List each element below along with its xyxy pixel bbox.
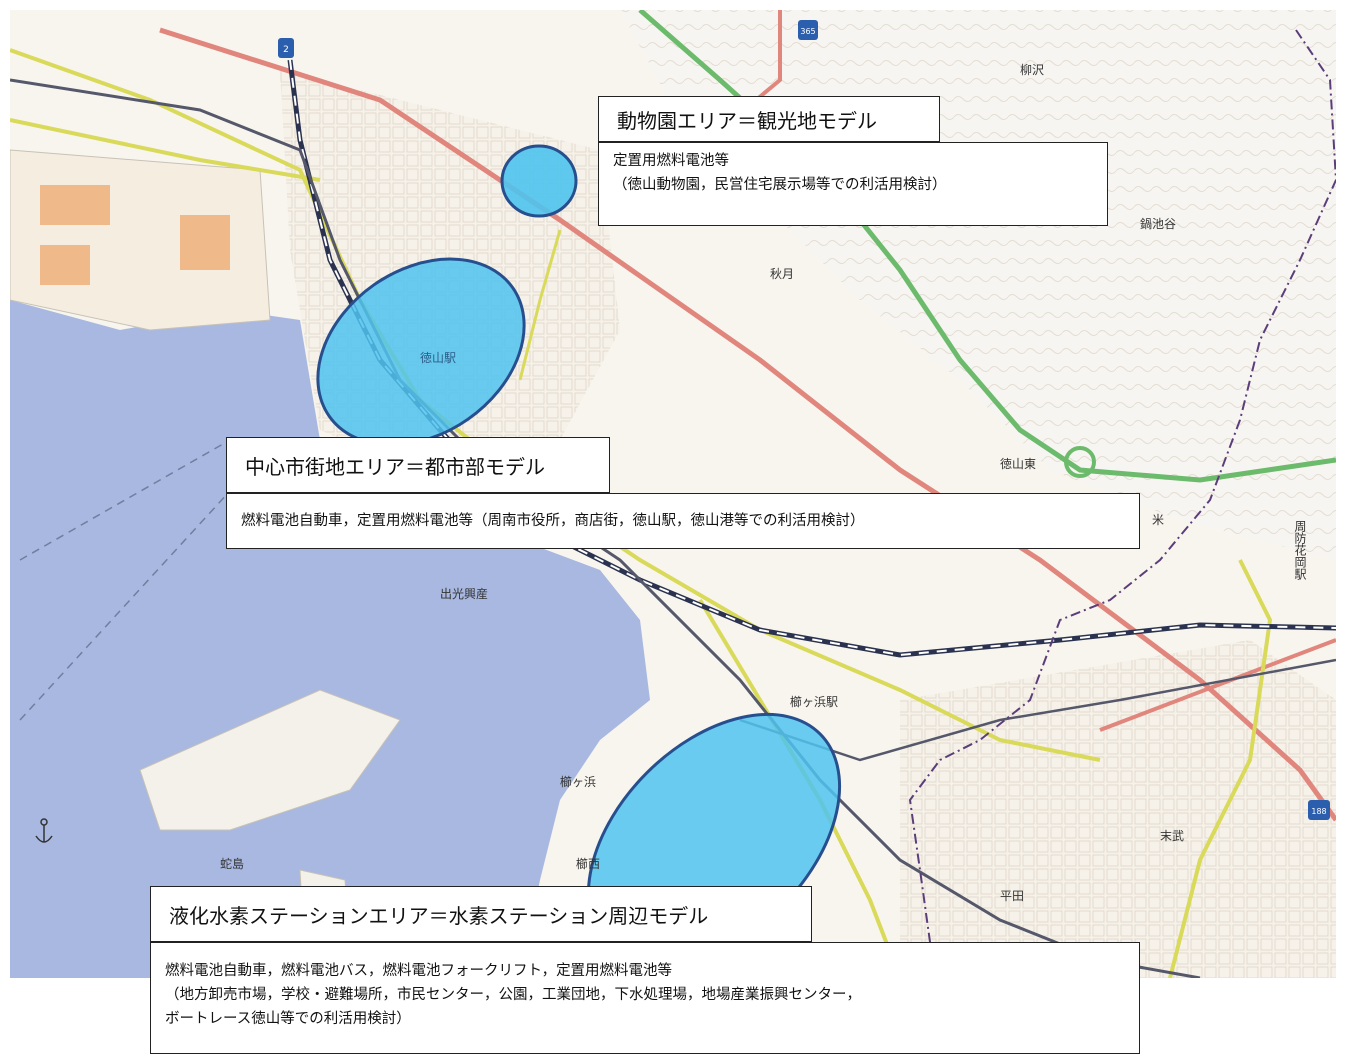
place-yone: 米 xyxy=(1152,513,1164,527)
place-koujima: 蛇島 xyxy=(220,856,244,871)
factory xyxy=(180,215,230,270)
place-kushinishi: 櫛西 xyxy=(576,857,600,871)
zoo-area-line: （徳山動物園，民営住宅展示場等での利活用検討） xyxy=(613,177,947,193)
factory xyxy=(40,245,90,285)
downtown-area-highlight xyxy=(316,257,526,447)
downtown-area-title-text: 中心市街地エリア＝都市部モデル xyxy=(245,454,545,479)
zoo-area-title-text: 動物園エリア＝観光地モデル xyxy=(617,108,877,133)
hydrogen-station-area-line: （地方卸売市場，学校・避難場所，市民センター，公園，工業団地，下水処理場，地場産… xyxy=(165,987,861,1003)
urban-blocks-east xyxy=(900,640,1336,978)
route-shield-365: 365 xyxy=(798,20,818,40)
prefectural-road xyxy=(518,229,562,381)
anchor-icon xyxy=(35,818,53,843)
shinkansen-line-dash xyxy=(289,59,1336,657)
place-heida: 平田 xyxy=(1000,889,1024,903)
prefectural-road xyxy=(1168,559,1273,978)
zoo-area-line: 定置用燃料電池等 xyxy=(613,153,729,169)
place-tokuyama-station: 徳山駅 xyxy=(420,350,456,365)
ferry-route xyxy=(19,439,231,561)
downtown-area-line: 燃料電池自動車，定置用燃料電池等（周南市役所，商店街，徳山駅，徳山港等での利活用… xyxy=(241,513,865,529)
interchange xyxy=(1064,446,1096,478)
route-shield-188: 188 xyxy=(1308,800,1330,820)
place-kushigahama: 櫛ヶ浜 xyxy=(560,775,596,789)
zoo-area-description: 定置用燃料電池等 （徳山動物園，民営住宅展示場等での利活用検討） xyxy=(598,142,1108,226)
jr-line xyxy=(10,78,1201,978)
city-boundary xyxy=(908,29,1336,978)
pier-west xyxy=(10,149,271,331)
hydrogen-station-area-line: 燃料電池自動車，燃料電池バス，燃料電池フォークリフト，定置用燃料電池等 xyxy=(165,963,673,979)
place-kushigahama-station: 櫛ヶ浜駅 xyxy=(790,695,838,709)
place-tokuyama-higashi: 徳山東 xyxy=(1000,456,1036,471)
place-kamiike: 鍋池谷 xyxy=(1140,216,1176,231)
hydrogen-station-area-title-text: 液化水素ステーションエリア＝水素ステーション周辺モデル xyxy=(169,903,709,928)
national-road-east xyxy=(1099,638,1336,732)
svg-text:365: 365 xyxy=(800,27,815,36)
place-suetake: 末武 xyxy=(1160,829,1184,843)
factory xyxy=(40,185,110,225)
hydrogen-station-area-title: 液化水素ステーションエリア＝水素ステーション周辺モデル xyxy=(150,886,812,942)
zoo-area-title: 動物園エリア＝観光地モデル xyxy=(598,96,940,142)
ferry-route xyxy=(19,479,241,721)
place-yanagisawa: 柳沢 xyxy=(1020,63,1044,77)
place-akitsuki: 秋月 xyxy=(770,267,794,281)
hydrogen-station-area-description: 燃料電池自動車，燃料電池バス，燃料電池フォークリフト，定置用燃料電池等 （地方卸… xyxy=(150,942,1140,1054)
national-road xyxy=(159,27,1336,822)
zoo-area-highlight xyxy=(500,144,578,218)
pier xyxy=(139,689,401,831)
svg-text:2: 2 xyxy=(283,45,289,55)
prefectural-road xyxy=(10,118,321,182)
hydrogen-station-area-line: ボートレース徳山等での利活用検討） xyxy=(165,1011,411,1027)
svg-text:188: 188 xyxy=(1311,807,1326,816)
downtown-area-description: 燃料電池自動車，定置用燃料電池等（周南市役所，商店街，徳山駅，徳山港等での利活用… xyxy=(226,493,1140,549)
place-demizaki: 出光興産 xyxy=(440,586,488,601)
place-suo-hanaoka-station: 周防花岡駅 xyxy=(1293,520,1307,581)
downtown-area-title: 中心市街地エリア＝都市部モデル xyxy=(226,437,610,493)
route-shield-2: 2 xyxy=(278,38,294,58)
